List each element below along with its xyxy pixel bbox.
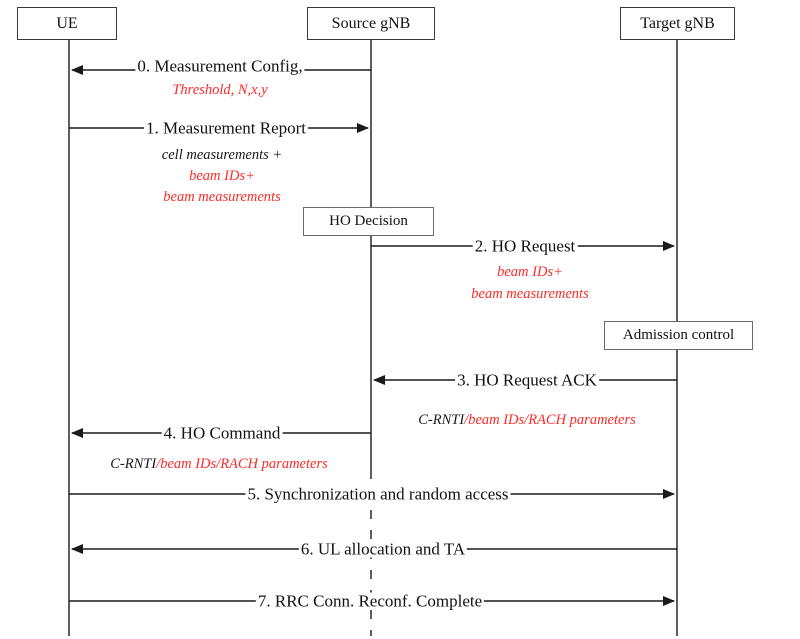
actor-label-target-gnb: Target gNB: [640, 14, 715, 32]
actor-box-source-gnb[interactable]: Source gNB: [307, 7, 435, 40]
message-label-msg-0[interactable]: 0. Measurement Config,: [135, 56, 305, 76]
param-text-suffix: /beam IDs/RACH parameters: [464, 411, 636, 428]
message-param-msg-1-2: beam measurements: [162, 188, 282, 205]
actor-box-ue[interactable]: UE: [17, 7, 117, 40]
param-text: Threshold, N,x,y: [172, 81, 268, 98]
note-box-admission-control[interactable]: Admission control: [604, 321, 753, 350]
message-param-msg-1-1: beam IDs+: [188, 169, 256, 184]
note-label-ho-decision: HO Decision: [329, 213, 408, 229]
actor-box-target-gnb[interactable]: Target gNB: [620, 7, 735, 40]
message-param-msg-1-0: cell measurements +: [160, 146, 284, 163]
message-label-msg-4[interactable]: 4. HO Command: [161, 423, 283, 443]
note-label-admission-control: Admission control: [622, 327, 735, 343]
message-label-msg-7[interactable]: 7. RRC Conn. Reconf. Complete: [255, 591, 485, 611]
message-label-msg-1[interactable]: 1. Measurement Report: [143, 118, 309, 138]
param-text: beam measurements: [163, 188, 281, 205]
actor-label-ue: UE: [56, 14, 78, 32]
param-text: cell measurements +: [161, 146, 283, 163]
param-text: beam IDs+: [189, 167, 255, 184]
message-label-msg-3[interactable]: 3. HO Request ACK: [455, 370, 599, 390]
message-param-msg-4-0: C-RNTI/beam IDs/RACH parameters: [109, 457, 329, 472]
message-label-msg-2[interactable]: 2. HO Request: [472, 236, 578, 256]
message-param-msg-3-0: C-RNTI/beam IDs/RACH parameters: [417, 413, 637, 428]
param-text-suffix: /beam IDs/RACH parameters: [156, 455, 328, 472]
note-box-ho-decision[interactable]: HO Decision: [303, 207, 434, 236]
param-text: C-RNTI: [418, 411, 465, 428]
param-text: beam IDs+: [497, 263, 563, 280]
actor-label-source-gnb: Source gNB: [331, 14, 411, 32]
message-param-msg-2-0: beam IDs+: [496, 265, 564, 280]
message-param-msg-0-0: Threshold, N,x,y: [171, 81, 269, 98]
param-text: beam measurements: [471, 285, 589, 302]
param-text: C-RNTI: [110, 455, 157, 472]
message-label-msg-5[interactable]: 5. Synchronization and random access: [245, 484, 511, 504]
message-param-msg-2-1: beam measurements: [470, 285, 590, 302]
message-label-msg-6[interactable]: 6. UL allocation and TA: [298, 539, 468, 559]
